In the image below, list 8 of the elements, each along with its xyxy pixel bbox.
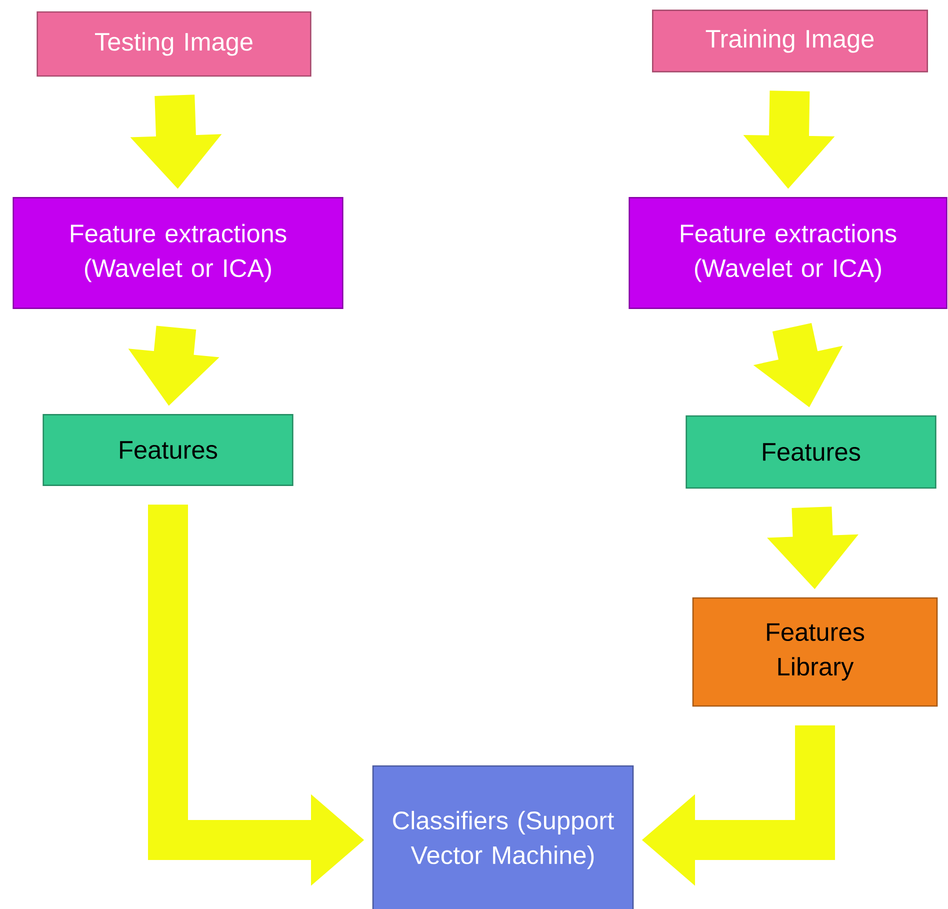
process-box: Features Library bbox=[692, 597, 938, 707]
process-box: Training Image bbox=[652, 10, 928, 72]
process-box: Features bbox=[686, 415, 936, 489]
process-box: Feature extractions (Wavelet or ICA) bbox=[12, 197, 344, 309]
process-box: Testing Image bbox=[36, 11, 312, 77]
process-box: Feature extractions (Wavelet or ICA) bbox=[628, 197, 948, 309]
process-box: Classifiers (Support Vector Machine) bbox=[372, 765, 634, 909]
process-box: Features bbox=[42, 414, 294, 486]
